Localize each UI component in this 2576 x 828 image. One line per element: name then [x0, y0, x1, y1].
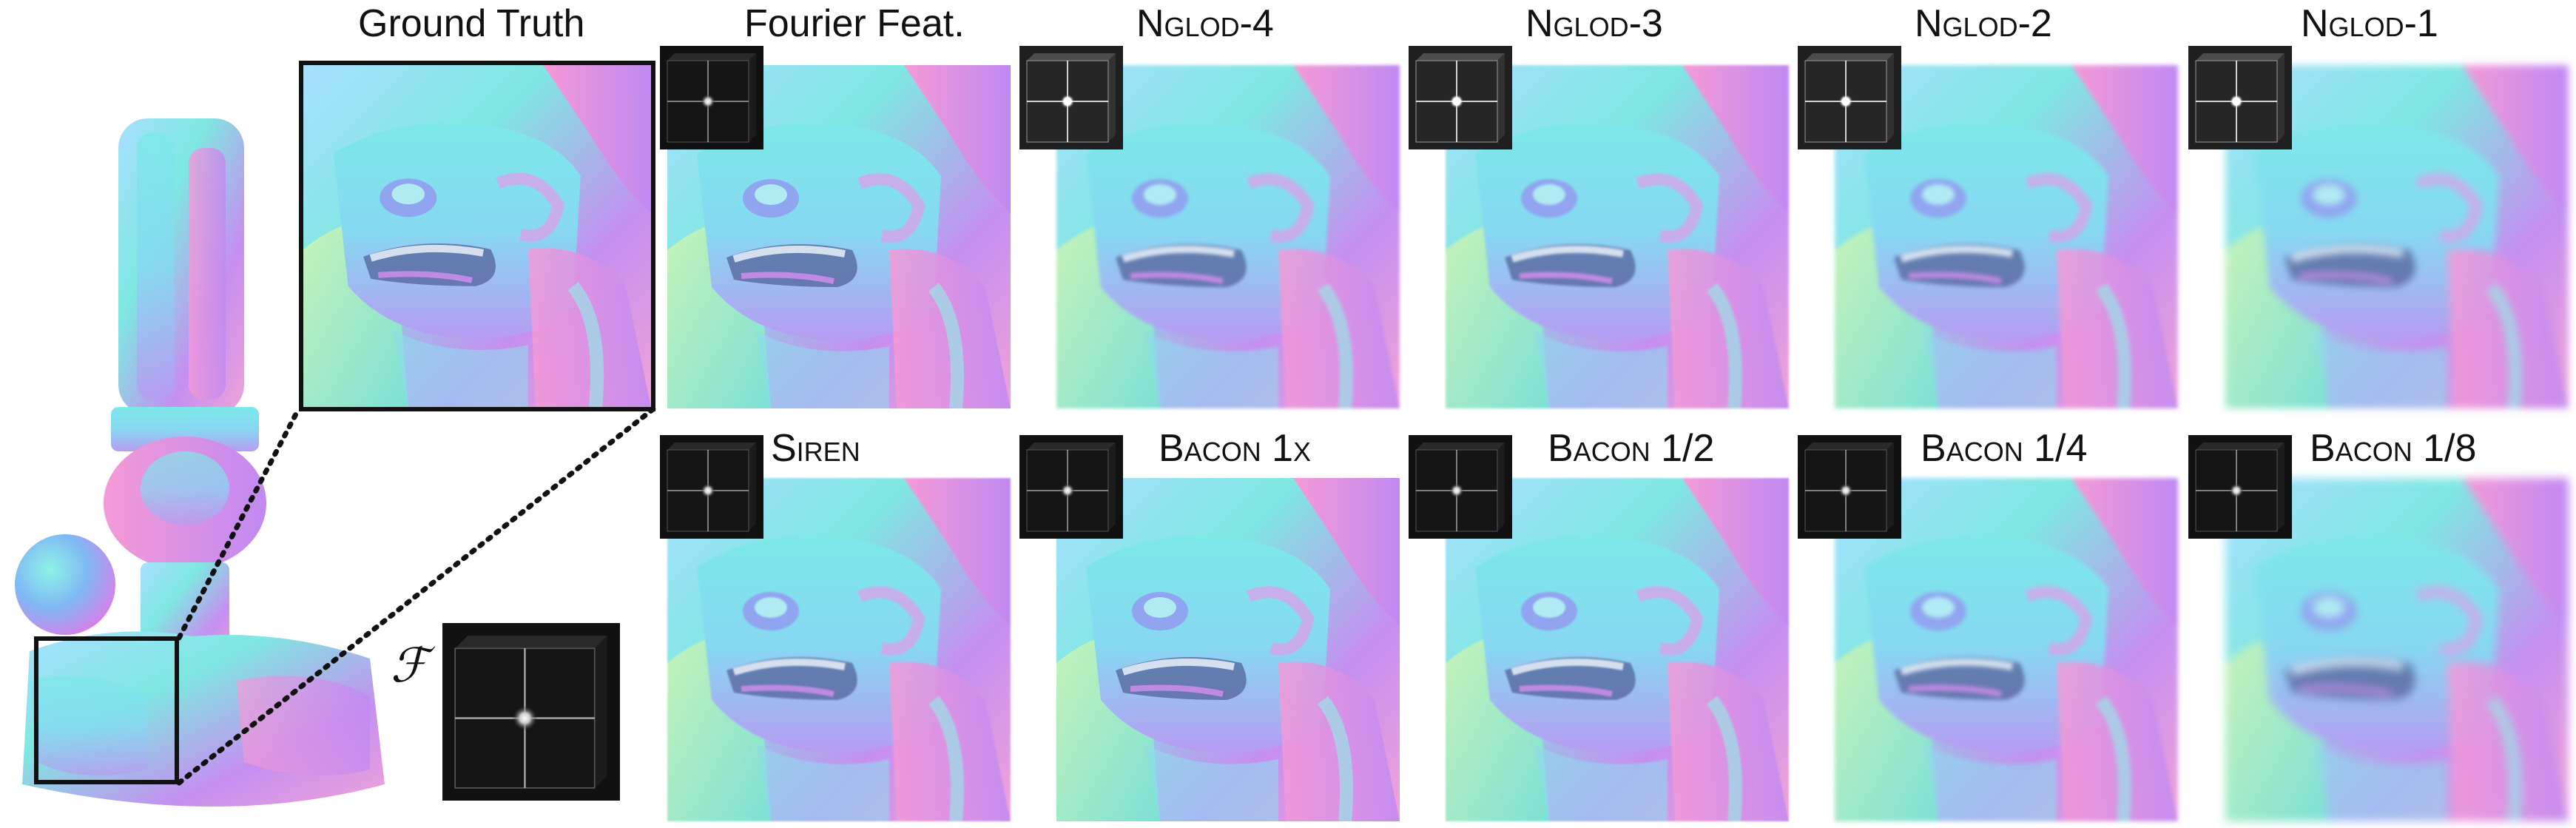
col-title-bacon-half: Bacon 1/2 — [1548, 427, 1715, 470]
fourier-transform-symbol: ℱ — [391, 639, 428, 693]
spectrum-cube-bacon-1x — [1019, 435, 1123, 539]
spectrum-cube-nglod4 — [1019, 46, 1123, 149]
spectrum-cube-nglod3 — [1409, 46, 1512, 149]
col-title-bacon-quarter: Bacon 1/4 — [1921, 427, 2088, 470]
col-title-ground-truth: Ground Truth — [358, 2, 585, 45]
col-title-nglod2: Nglod-2 — [1915, 2, 2052, 45]
spectrum-cube-nglod2 — [1798, 46, 1901, 149]
spectrum-cube-bacon-eighth — [2188, 435, 2292, 539]
col-title-siren: Siren — [771, 427, 860, 470]
col-title-bacon-1x: Bacon 1x — [1159, 427, 1312, 470]
spectrum-cube-bacon-quarter — [1798, 435, 1901, 539]
zoom-region-box — [34, 636, 179, 784]
spectrum-cube-bacon-half — [1409, 435, 1512, 539]
col-title-nglod1: Nglod-1 — [2301, 2, 2438, 45]
normal-sphere — [13, 533, 117, 636]
spectrum-cube-siren — [660, 435, 763, 539]
col-title-nglod3: Nglod-3 — [1525, 2, 1663, 45]
col-title-bacon-eighth: Bacon 1/8 — [2310, 427, 2477, 470]
spectrum-cube-nglod1 — [2188, 46, 2292, 149]
statue-full-view — [0, 118, 414, 824]
col-title-nglod4: Nglod-4 — [1136, 2, 1274, 45]
spectrum-cube-fourier — [660, 46, 763, 149]
ground-truth-spectrum-cube — [442, 623, 620, 801]
ground-truth-frame — [299, 61, 655, 411]
col-title-fourier: Fourier Feat. — [744, 2, 965, 45]
